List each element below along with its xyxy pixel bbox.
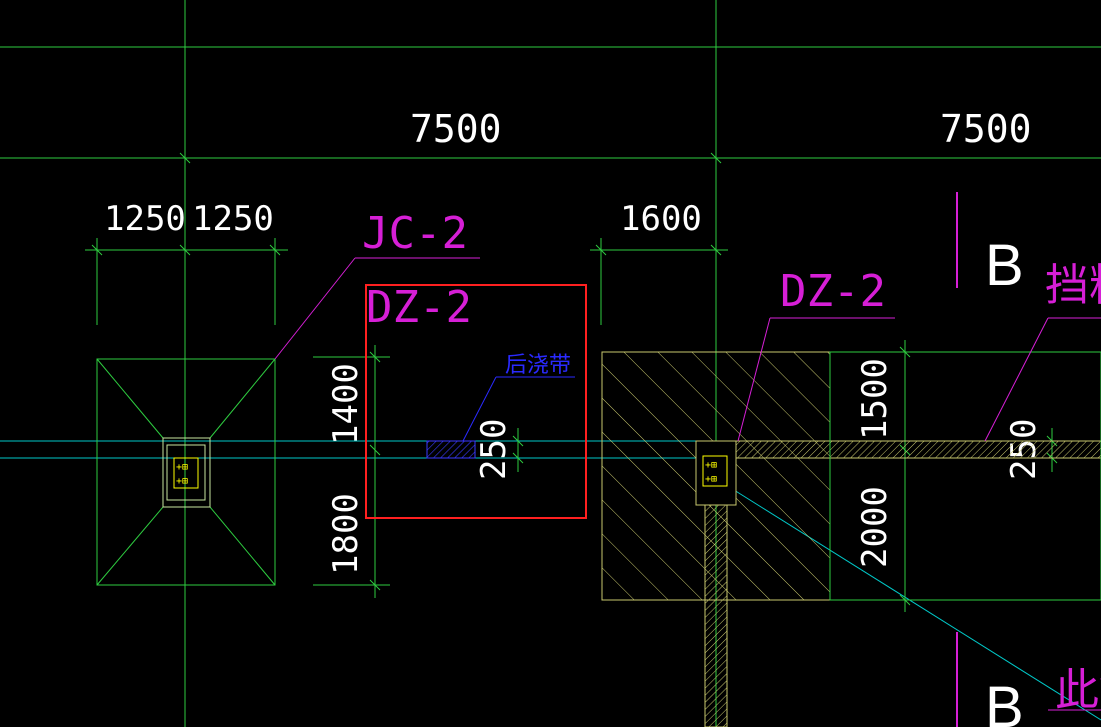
dim-1500: 1500 <box>855 358 895 440</box>
label-dz2-left: DZ-2 <box>366 282 472 333</box>
leader-dz2-right <box>737 317 1101 711</box>
label-retaining: 挡料 <box>1045 260 1101 311</box>
footing-jc2[interactable] <box>96 358 276 586</box>
selection-box[interactable] <box>365 284 587 519</box>
column-mark-left: +⊞ <box>176 462 188 473</box>
column-mark-right: +⊞ <box>705 460 717 471</box>
dim-1400: 1400 <box>326 363 366 445</box>
grade-beam[interactable] <box>735 440 1101 459</box>
column-mark-left-2: +⊞ <box>176 476 188 487</box>
dim-1800: 1800 <box>326 493 366 575</box>
label-jc2: JC-2 <box>362 208 468 259</box>
dim-250-mid: 250 <box>474 419 514 480</box>
dim-span-right: 7500 <box>940 107 1032 151</box>
dim-span-left: 7500 <box>410 107 502 151</box>
dim-1600: 1600 <box>620 199 702 239</box>
dim-half-a: 1250 <box>104 199 186 239</box>
axis-label-b-bottom: B <box>985 675 1024 727</box>
dim-2000: 2000 <box>855 486 895 568</box>
label-dz2-right: DZ-2 <box>780 266 886 317</box>
axis-label-b-top: B <box>985 233 1024 298</box>
post-pour-strip[interactable] <box>426 440 476 459</box>
leader-jc2 <box>274 257 480 360</box>
leader-post-pour <box>462 376 575 442</box>
axis-line-cyan <box>0 440 1101 721</box>
label-post-pour: 后浇带 <box>505 353 571 378</box>
column-mark-right-2: +⊞ <box>705 474 717 485</box>
footing-right[interactable] <box>601 351 831 727</box>
label-this-steel: 此钢 <box>1055 665 1101 716</box>
slab-outline <box>829 351 1101 601</box>
dim-half-b: 1250 <box>192 199 274 239</box>
